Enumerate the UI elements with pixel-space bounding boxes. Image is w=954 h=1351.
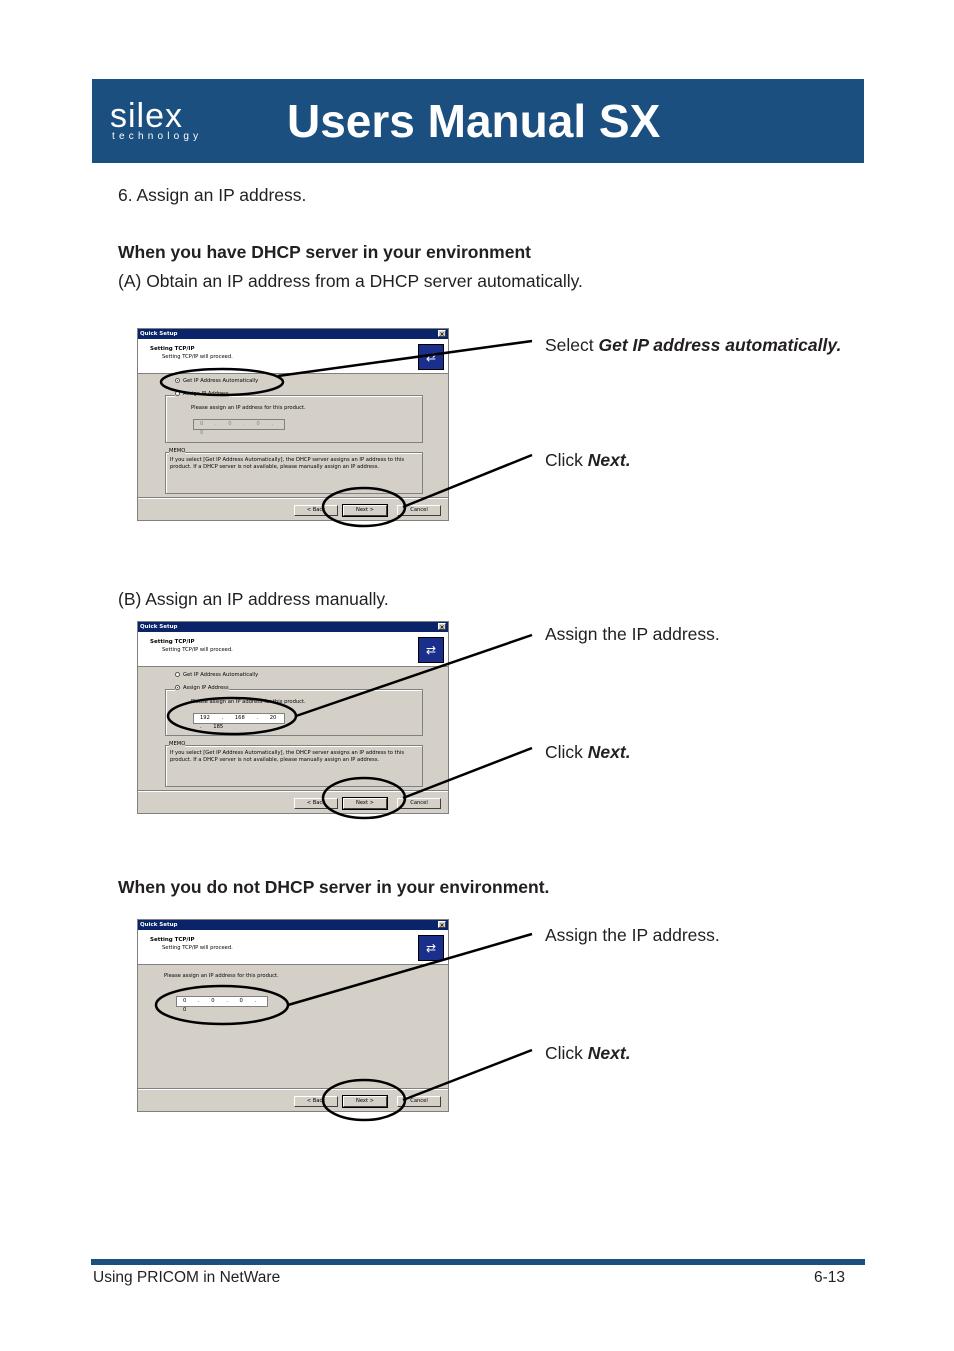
dialog-title: Quick Setup xyxy=(140,624,178,630)
dialog-title: Quick Setup xyxy=(140,922,178,928)
memo-line-2: product. If a DHCP server is not availab… xyxy=(170,757,380,763)
section1-heading: When you have DHCP server in your enviro… xyxy=(118,242,531,262)
back-button[interactable]: < Back xyxy=(294,1096,338,1107)
memo-line-2: product. If a DHCP server is not availab… xyxy=(170,464,380,470)
memo-line-1: If you select [Get IP Address Automatica… xyxy=(170,457,405,463)
radio-selected-icon xyxy=(175,378,180,383)
radio-get-ip-auto[interactable]: Get IP Address Automatically xyxy=(175,378,258,384)
leader-line xyxy=(402,746,533,800)
dialog-header-title: Setting TCP/IP xyxy=(150,639,195,645)
radio-unselected-icon xyxy=(175,672,180,677)
cancel-button[interactable]: Cancel xyxy=(397,1096,441,1107)
dialog-separator xyxy=(138,1088,448,1090)
highlight-ellipse-ip xyxy=(154,984,290,1026)
section2-heading: When you do not DHCP server in your envi… xyxy=(118,877,550,897)
assign-ip-prompt: Please assign an IP address for this pro… xyxy=(164,973,279,979)
memo-group xyxy=(165,745,423,787)
option-a-text: (A) Obtain an IP address from a DHCP ser… xyxy=(118,271,583,291)
ip-address-field[interactable]: 0 . 0 . 0 . 0 xyxy=(176,996,268,1013)
next-button[interactable]: Next > xyxy=(342,504,388,517)
memo-line-1: If you select [Get IP Address Automatica… xyxy=(170,750,405,756)
assign-ip-group xyxy=(165,689,423,736)
dialog-titlebar: Quick Setup × xyxy=(138,622,448,632)
dialog-separator xyxy=(138,497,448,499)
close-icon[interactable]: × xyxy=(438,623,446,631)
callout-click-next: Click Next. xyxy=(545,742,631,762)
leader-line xyxy=(402,1048,533,1102)
leader-line xyxy=(295,633,533,718)
dialog-header-subtitle: Setting TCP/IP will proceed. xyxy=(162,945,233,951)
dialog-header-subtitle: Setting TCP/IP will proceed. xyxy=(162,647,233,653)
dialog-header-title: Setting TCP/IP xyxy=(150,937,195,943)
dialog-titlebar: Quick Setup × xyxy=(138,329,448,339)
ip-address-field[interactable]: 0 . 0 . 0 . 0 xyxy=(193,419,285,436)
highlight-ellipse-auto-radio xyxy=(159,367,285,397)
back-button[interactable]: < Back xyxy=(294,505,338,516)
dialog-header: Setting TCP/IP Setting TCP/IP will proce… xyxy=(138,632,448,667)
radio-selected-icon xyxy=(175,685,180,690)
radio-get-ip-auto[interactable]: Get IP Address Automatically xyxy=(175,672,258,678)
ip-address-field[interactable]: 192 . 168 . 20 . 185 xyxy=(193,713,285,730)
footer-section-title: Using PRICOM in NetWare xyxy=(93,1269,281,1286)
step-text: 6. Assign an IP address. xyxy=(118,185,307,205)
leader-line xyxy=(287,932,533,1007)
footer-page-number: 6-13 xyxy=(814,1269,846,1286)
callout-assign-ip: Assign the IP address. xyxy=(545,624,720,644)
radio-assign-ip[interactable]: Assign IP Address xyxy=(175,685,229,691)
close-icon[interactable]: × xyxy=(438,330,446,338)
callout-select-auto: Select Get IP address automatically. xyxy=(545,335,842,355)
highlight-ellipse-next xyxy=(321,776,407,820)
memo-group xyxy=(165,452,423,494)
footer-rule xyxy=(91,1259,865,1265)
network-setup-icon: ⇄ xyxy=(418,344,444,370)
page-title: Users Manual SX xyxy=(287,95,661,147)
network-setup-icon: ⇄ xyxy=(418,637,444,663)
silex-logo: silex technology xyxy=(110,99,202,142)
highlight-ellipse-next xyxy=(321,1078,407,1122)
quick-setup-dialog-no-dhcp: Quick Setup × Setting TCP/IP Setting TCP… xyxy=(137,919,449,1112)
dialog-header-subtitle: Setting TCP/IP will proceed. xyxy=(162,354,233,360)
option-b-text: (B) Assign an IP address manually. xyxy=(118,589,389,609)
quick-setup-dialog-manual: Quick Setup × Setting TCP/IP Setting TCP… xyxy=(137,621,449,814)
cancel-button[interactable]: Cancel xyxy=(397,798,441,809)
dialog-header: Setting TCP/IP Setting TCP/IP will proce… xyxy=(138,930,448,965)
dialog-header-title: Setting TCP/IP xyxy=(150,346,195,352)
dialog-header: Setting TCP/IP Setting TCP/IP will proce… xyxy=(138,339,448,374)
cancel-button[interactable]: Cancel xyxy=(397,505,441,516)
header-banner: silex technology Users Manual SX xyxy=(92,79,864,163)
next-button[interactable]: Next > xyxy=(342,1095,388,1108)
leader-line xyxy=(402,453,533,509)
network-setup-icon: ⇄ xyxy=(418,935,444,961)
callout-click-next: Click Next. xyxy=(545,450,631,470)
dialog-titlebar: Quick Setup × xyxy=(138,920,448,930)
callout-click-next: Click Next. xyxy=(545,1043,631,1063)
logo-subtitle: technology xyxy=(112,131,203,142)
dialog-separator xyxy=(138,790,448,792)
highlight-ellipse-next xyxy=(321,486,407,528)
assign-ip-prompt: Please assign an IP address for this pro… xyxy=(191,699,306,705)
leader-line xyxy=(277,339,533,378)
callout-assign-ip: Assign the IP address. xyxy=(545,925,720,945)
memo-label: MEMO xyxy=(169,741,186,747)
logo-word: silex xyxy=(110,97,184,135)
highlight-ellipse-ip xyxy=(166,696,298,736)
next-button[interactable]: Next > xyxy=(342,797,388,810)
quick-setup-dialog-auto: Quick Setup × Setting TCP/IP Setting TCP… xyxy=(137,328,449,521)
dialog-title: Quick Setup xyxy=(140,331,178,337)
assign-ip-group xyxy=(165,395,423,443)
close-icon[interactable]: × xyxy=(438,921,446,929)
assign-ip-prompt: Please assign an IP address for this pro… xyxy=(191,405,306,411)
back-button[interactable]: < Back xyxy=(294,798,338,809)
memo-label: MEMO xyxy=(169,448,186,454)
